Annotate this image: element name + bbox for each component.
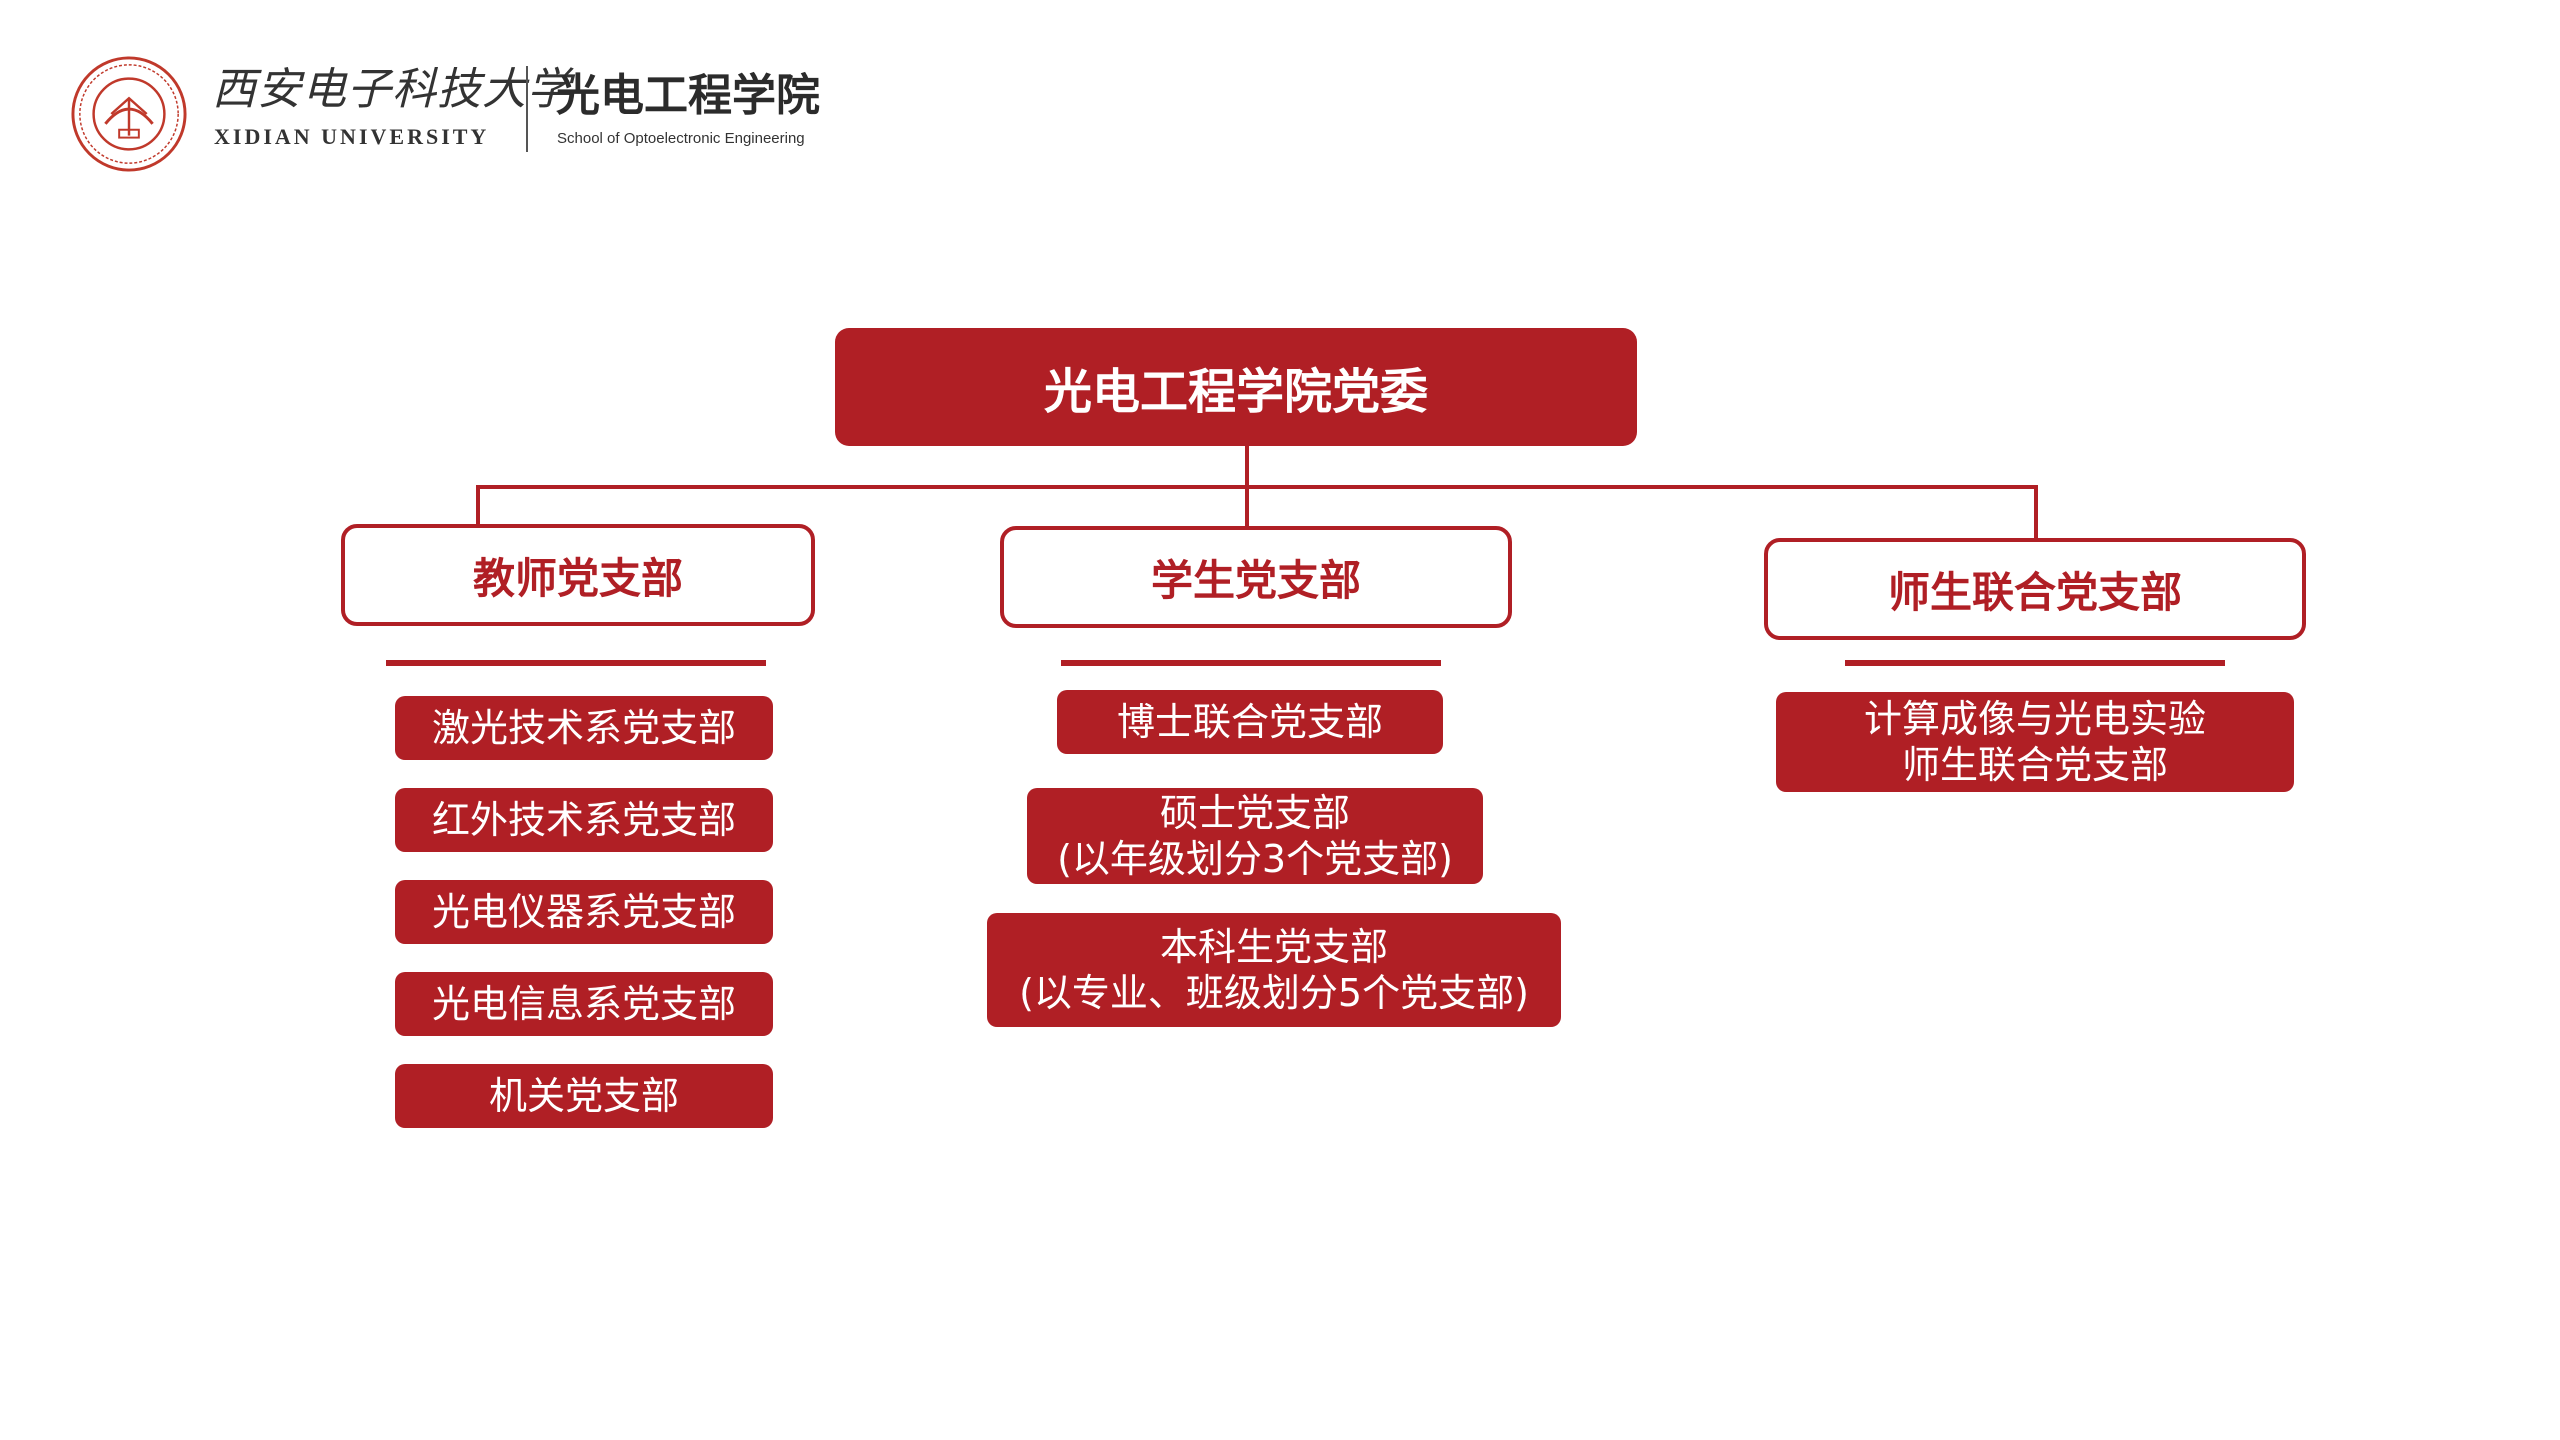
leaf-sublabel: (以专业、班级划分5个党支部) [1019, 971, 1529, 1015]
leaf-label: 博士联合党支部 [1116, 700, 1383, 744]
leaf-sublabel: 师生联合党支部 [1901, 743, 2168, 787]
leaf-doctoral-branch: 博士联合党支部 [1057, 690, 1443, 754]
leaf-administration-branch: 机关党支部 [395, 1064, 773, 1128]
leaf-undergraduate-branch: 本科生党支部 (以专业、班级划分5个党支部) [987, 913, 1561, 1027]
leaf-label: 机关党支部 [488, 1074, 679, 1118]
branch-underline-student [1061, 660, 1441, 666]
leaf-computational-imaging-branch: 计算成像与光电实验 师生联合党支部 [1776, 692, 2294, 792]
school-name-en: School of Optoelectronic Engineering [557, 130, 805, 147]
university-name-cn: 西安电子科技大学 [212, 64, 572, 115]
leaf-label: 光电仪器系党支部 [431, 890, 736, 934]
leaf-label: 激光技术系党支部 [431, 706, 736, 750]
leaf-label: 本科生党支部 [1159, 925, 1388, 969]
leaf-label: 计算成像与光电实验 [1863, 697, 2206, 741]
leaf-label: 硕士党支部 [1159, 791, 1350, 835]
root-party-committee-box: 光电工程学院党委 [835, 328, 1637, 446]
school-name-cn: 光电工程学院 [556, 70, 820, 121]
branch-box-joint: 师生联合党支部 [1764, 538, 2306, 640]
branch-underline-teacher [386, 660, 766, 666]
university-name-en: XIDIAN UNIVERSITY [214, 124, 490, 149]
branch-box-teacher: 教师党支部 [341, 524, 815, 626]
branch-box-student: 学生党支部 [1000, 526, 1512, 628]
header-divider [526, 66, 528, 152]
branch-underline-joint [1845, 660, 2225, 666]
leaf-information-branch: 光电信息系党支部 [395, 972, 773, 1036]
university-seal-icon [71, 56, 187, 172]
leaf-label: 光电信息系党支部 [431, 982, 736, 1026]
leaf-master-branch: 硕士党支部 (以年级划分3个党支部) [1027, 788, 1483, 884]
leaf-laser-branch: 激光技术系党支部 [395, 696, 773, 760]
leaf-infrared-branch: 红外技术系党支部 [395, 788, 773, 852]
leaf-label: 红外技术系党支部 [431, 798, 736, 842]
leaf-instrument-branch: 光电仪器系党支部 [395, 880, 773, 944]
leaf-sublabel: (以年级划分3个党支部) [1057, 837, 1453, 881]
